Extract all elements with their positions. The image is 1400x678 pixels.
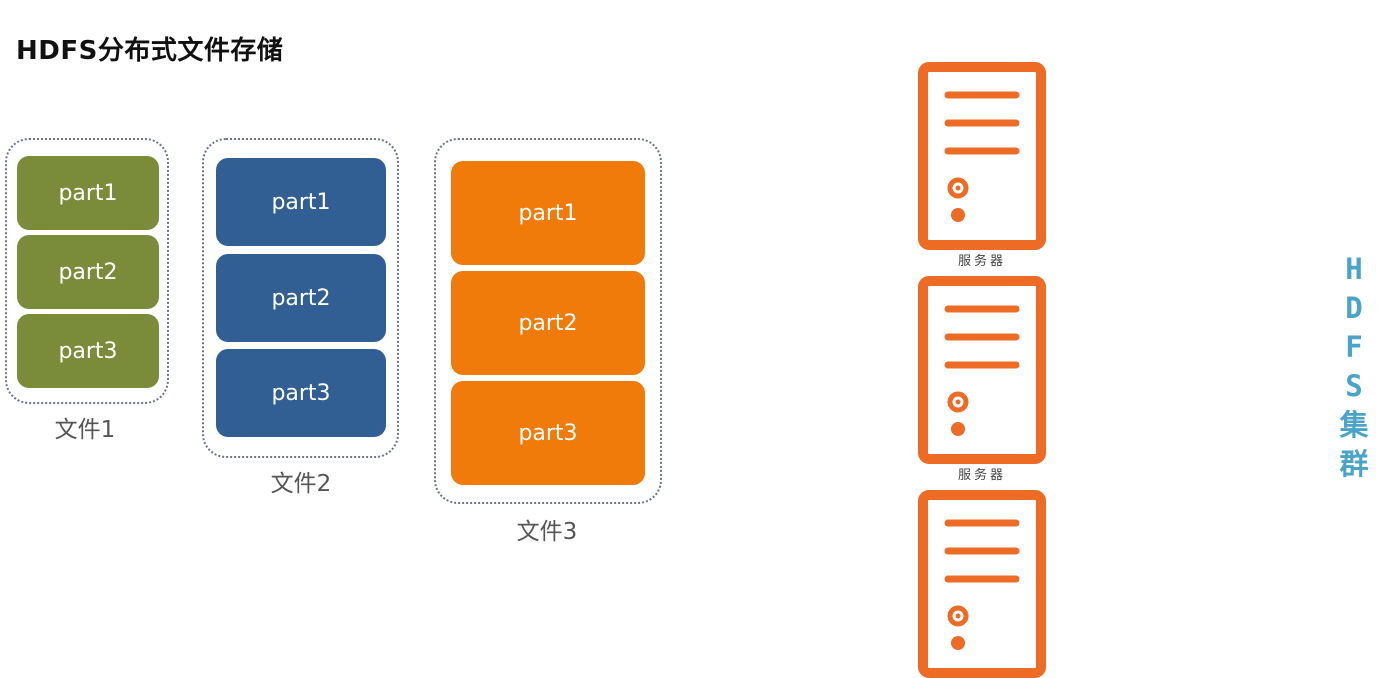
server-icon <box>918 62 1046 250</box>
hdfs-cluster-label: H D F S 集 群 <box>1334 250 1374 484</box>
file-1-part-3: part3 <box>17 314 159 388</box>
server-icon <box>918 490 1046 678</box>
file-3-group: part1 part2 part3 <box>434 138 662 504</box>
cluster-label-char: 群 <box>1339 447 1369 481</box>
cluster-label-char: 集 <box>1339 408 1369 442</box>
file-3-label: 文件3 <box>516 519 578 545</box>
file-2-part-1: part1 <box>216 158 386 246</box>
file-1-group: part1 part2 part3 <box>5 138 169 404</box>
file-3-part-2: part2 <box>451 271 645 375</box>
file-2-label: 文件2 <box>270 471 332 497</box>
cluster-label-char: H <box>1345 252 1363 286</box>
file-1-part-2: part2 <box>17 235 159 309</box>
server-icon <box>918 276 1046 464</box>
file-2-part-3: part3 <box>216 349 386 437</box>
page-title: HDFS分布式文件存储 <box>16 36 284 66</box>
server-label: 服务器 <box>957 468 1006 483</box>
file-1-part-1: part1 <box>17 156 159 230</box>
file-3-part-3: part3 <box>451 381 645 485</box>
cluster-label-char: S <box>1345 369 1363 403</box>
file-1-label: 文件1 <box>54 417 116 443</box>
file-2-group: part1 part2 part3 <box>202 138 399 458</box>
file-2-part-2: part2 <box>216 254 386 342</box>
cluster-label-char: F <box>1345 330 1363 364</box>
server-label: 服务器 <box>957 254 1006 269</box>
cluster-label-char: D <box>1345 291 1363 325</box>
file-3-part-1: part1 <box>451 161 645 265</box>
